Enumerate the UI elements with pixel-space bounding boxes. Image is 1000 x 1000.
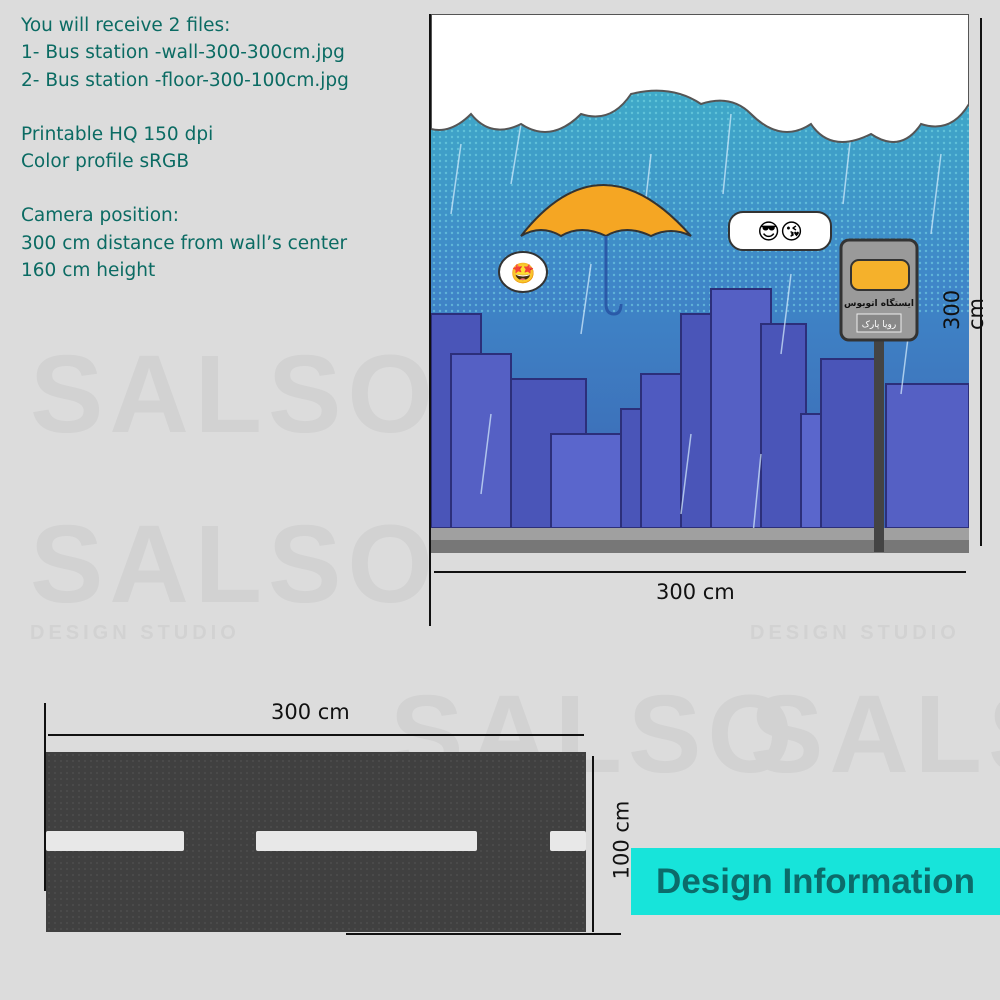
- speech-bubble-left: 🤩: [498, 251, 548, 293]
- road-marking: [256, 831, 477, 851]
- floor-bottom-line: [346, 933, 621, 935]
- road-marking: [46, 831, 184, 851]
- watermark-sub: DESIGN STUDIO: [30, 622, 240, 644]
- design-information-badge: Design Information: [631, 848, 1000, 915]
- floor-height-label: 100 cm: [609, 800, 634, 880]
- badge-label: Design Information: [656, 861, 975, 901]
- camera-heading: Camera position:: [21, 205, 179, 227]
- wall-height-dimension-line: [980, 18, 982, 546]
- file-2: 2- Bus station -floor-300-100cm.jpg: [21, 69, 349, 91]
- emoji-right: 😎😘: [757, 220, 803, 245]
- wall-width-label: 300 cm: [656, 580, 735, 604]
- wall-height-label: 300 cm: [940, 289, 988, 330]
- sign-name: رویا پارک: [862, 319, 896, 330]
- files-heading: You will receive 2 files:: [21, 15, 231, 36]
- quality: Printable HQ 150 dpi: [21, 123, 214, 145]
- design-info-text: You will receive 2 files: 1- Bus station…: [21, 12, 349, 284]
- camera-distance: 300 cm distance from wall’s center: [21, 232, 348, 254]
- road-marking: [550, 831, 586, 851]
- umbrella-icon: [520, 184, 692, 316]
- wall-artwork: 🤩 😎😘 ایستگاه اتوبوس رویا پارک: [430, 13, 970, 553]
- watermark: SALSO: [750, 673, 1000, 796]
- floor-width-label: 300 cm: [271, 700, 350, 724]
- color-profile: Color profile sRGB: [21, 151, 190, 173]
- watermark: SALSO: [30, 333, 439, 456]
- file-1: 1- Bus station -wall-300-300cm.jpg: [21, 42, 345, 64]
- floor-height-dimension-line: [592, 756, 594, 932]
- floor-artwork: [46, 752, 586, 932]
- emoji-left: 🤩: [511, 261, 536, 285]
- wall-width-dimension-line: [434, 571, 966, 573]
- wall-left-edge: [429, 14, 431, 626]
- sign-title: ایستگاه اتوبوس: [844, 297, 914, 309]
- clouds: [430, 13, 970, 143]
- floor-left-edge: [44, 703, 46, 891]
- camera-height: 160 cm height: [21, 260, 156, 282]
- bus-stop-sign: ایستگاه اتوبوس رویا پارک: [839, 238, 919, 552]
- watermark: SALSO: [30, 503, 439, 626]
- floor-width-dimension-line: [48, 734, 584, 736]
- speech-bubble-right: 😎😘: [728, 211, 832, 251]
- watermark-sub: DESIGN STUDIO: [750, 622, 960, 644]
- buildings: [430, 288, 970, 529]
